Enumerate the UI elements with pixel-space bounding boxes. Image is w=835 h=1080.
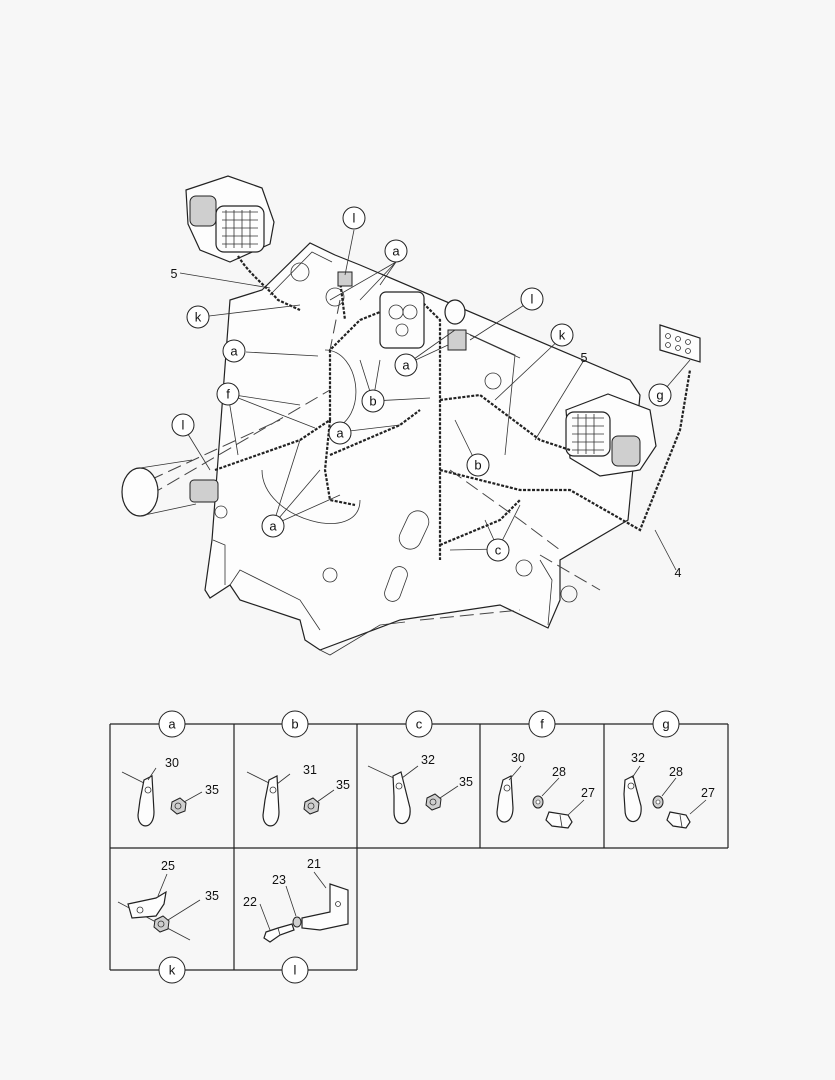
- svg-text:c: c: [495, 543, 502, 558]
- detail-cell-g: 32 28 27: [623, 751, 715, 829]
- detail-header-c: c: [405, 710, 433, 738]
- svg-text:b: b: [474, 458, 481, 473]
- callout-l-left: l: [171, 413, 195, 437]
- wiring-harness: [214, 271, 701, 560]
- detail-cell-l: 21 23 22: [243, 857, 349, 943]
- callout-a-mid: a: [328, 421, 352, 445]
- detail-header-g: g: [652, 710, 680, 738]
- part-number-lamp-left: 5: [171, 267, 178, 281]
- part-number: 31: [303, 763, 317, 777]
- loader-frame: [149, 242, 641, 656]
- svg-text:a: a: [402, 358, 410, 373]
- detail-header-b: b: [281, 710, 309, 738]
- callout-f-left: f: [216, 382, 240, 406]
- svg-text:b: b: [369, 394, 376, 409]
- part-number: 30: [165, 756, 179, 770]
- callout-a-top: a: [384, 239, 408, 263]
- part-number: 27: [701, 786, 715, 800]
- svg-text:g: g: [662, 717, 669, 732]
- part-number: 35: [205, 783, 219, 797]
- callout-l-mid: l: [520, 287, 544, 311]
- callout-a-center: a: [394, 353, 418, 377]
- part-number-harness: 4: [675, 566, 682, 580]
- detail-cell-f: 30 28 27: [496, 751, 595, 829]
- svg-text:a: a: [392, 244, 400, 259]
- detail-table: a b c f g k l 30 35 31 3: [109, 710, 729, 984]
- svg-text:l: l: [353, 211, 356, 226]
- part-number: 32: [421, 753, 435, 767]
- detail-cell-c: 32 35: [367, 753, 473, 825]
- detail-cell-b: 31 35: [246, 763, 350, 827]
- part-number: 35: [459, 775, 473, 789]
- svg-text:l: l: [182, 418, 185, 433]
- work-lamp-right: [565, 393, 657, 477]
- callout-a-left: a: [222, 339, 246, 363]
- callout-b-right: b: [466, 453, 490, 477]
- callout-k-left: k: [186, 305, 210, 329]
- part-number: 28: [552, 765, 566, 779]
- svg-text:a: a: [269, 519, 277, 534]
- svg-text:a: a: [336, 426, 344, 441]
- callout-a-bottom: a: [261, 514, 285, 538]
- svg-text:k: k: [559, 328, 566, 343]
- svg-text:a: a: [230, 344, 238, 359]
- part-number: 35: [336, 778, 350, 792]
- work-lamp-left: [185, 175, 301, 312]
- beacon-cylinder: [121, 459, 219, 517]
- svg-text:l: l: [294, 963, 297, 978]
- svg-text:l: l: [531, 292, 534, 307]
- part-number: 23: [272, 873, 286, 887]
- part-number: 22: [243, 895, 257, 909]
- svg-text:b: b: [291, 717, 298, 732]
- svg-text:f: f: [226, 387, 230, 402]
- callout-b-center: b: [361, 389, 385, 413]
- detail-header-k: k: [158, 956, 186, 984]
- part-number-lamp-right: 5: [581, 351, 588, 365]
- detail-header-a: a: [158, 710, 186, 738]
- detail-cell-a: 30 35: [121, 756, 219, 827]
- callout-k-right: k: [550, 323, 574, 347]
- callout-g-right: g: [648, 383, 672, 407]
- detail-cell-k: 25 35: [117, 859, 219, 941]
- callout-l-top: l: [342, 206, 366, 230]
- part-number: 30: [511, 751, 525, 765]
- svg-text:f: f: [540, 717, 544, 732]
- svg-text:c: c: [416, 717, 423, 732]
- part-number: 27: [581, 786, 595, 800]
- part-number: 25: [161, 859, 175, 873]
- part-number: 32: [631, 751, 645, 765]
- svg-text:g: g: [656, 388, 663, 403]
- part-number: 35: [205, 889, 219, 903]
- svg-text:k: k: [169, 963, 176, 978]
- detail-header-l: l: [281, 956, 309, 984]
- part-number: 21: [307, 857, 321, 871]
- detail-header-f: f: [528, 710, 556, 738]
- svg-text:k: k: [195, 310, 202, 325]
- part-number: 28: [669, 765, 683, 779]
- callout-c-bottom: c: [486, 538, 510, 562]
- svg-text:a: a: [168, 717, 176, 732]
